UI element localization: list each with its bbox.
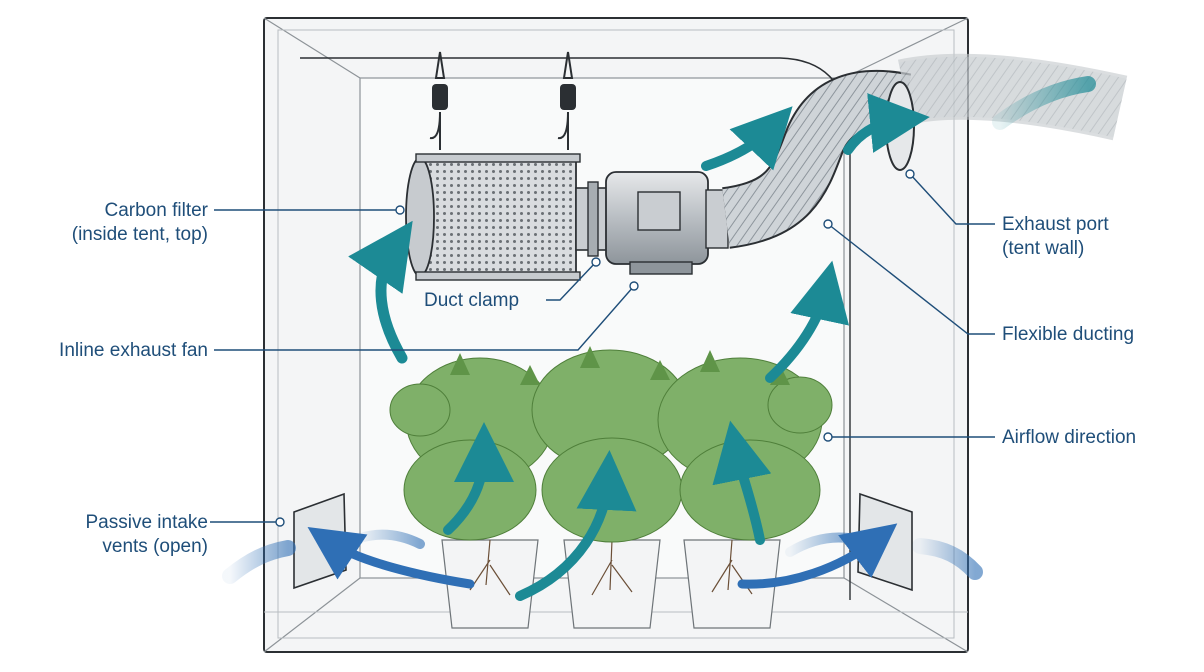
leader-lines xyxy=(210,169,995,527)
flexible-ducting xyxy=(721,69,912,249)
airflow-arrows xyxy=(222,76,1096,601)
label-exhaust-port: Exhaust port xyxy=(1002,214,1109,235)
label-passive-intake: Passive intake xyxy=(85,512,208,533)
duct-clamp xyxy=(575,181,609,257)
carbon-filter xyxy=(405,153,581,281)
inline-exhaust-fan xyxy=(605,171,729,275)
label-duct-clamp: Duct clamp xyxy=(424,290,519,311)
label-inline-fan: Inline exhaust fan xyxy=(59,340,208,361)
label-airflow-direction: Airflow direction xyxy=(1002,427,1136,448)
label-flexible-ducting: Flexible ducting xyxy=(1002,324,1134,345)
label-passive-intake-note: vents (open) xyxy=(102,536,208,557)
label-exhaust-port-note: (tent wall) xyxy=(1002,238,1084,259)
ratchet-hangers xyxy=(429,51,576,150)
label-carbon-filter: Carbon filter xyxy=(105,200,209,221)
label-carbon-filter-note: (inside tent, top) xyxy=(72,224,208,245)
